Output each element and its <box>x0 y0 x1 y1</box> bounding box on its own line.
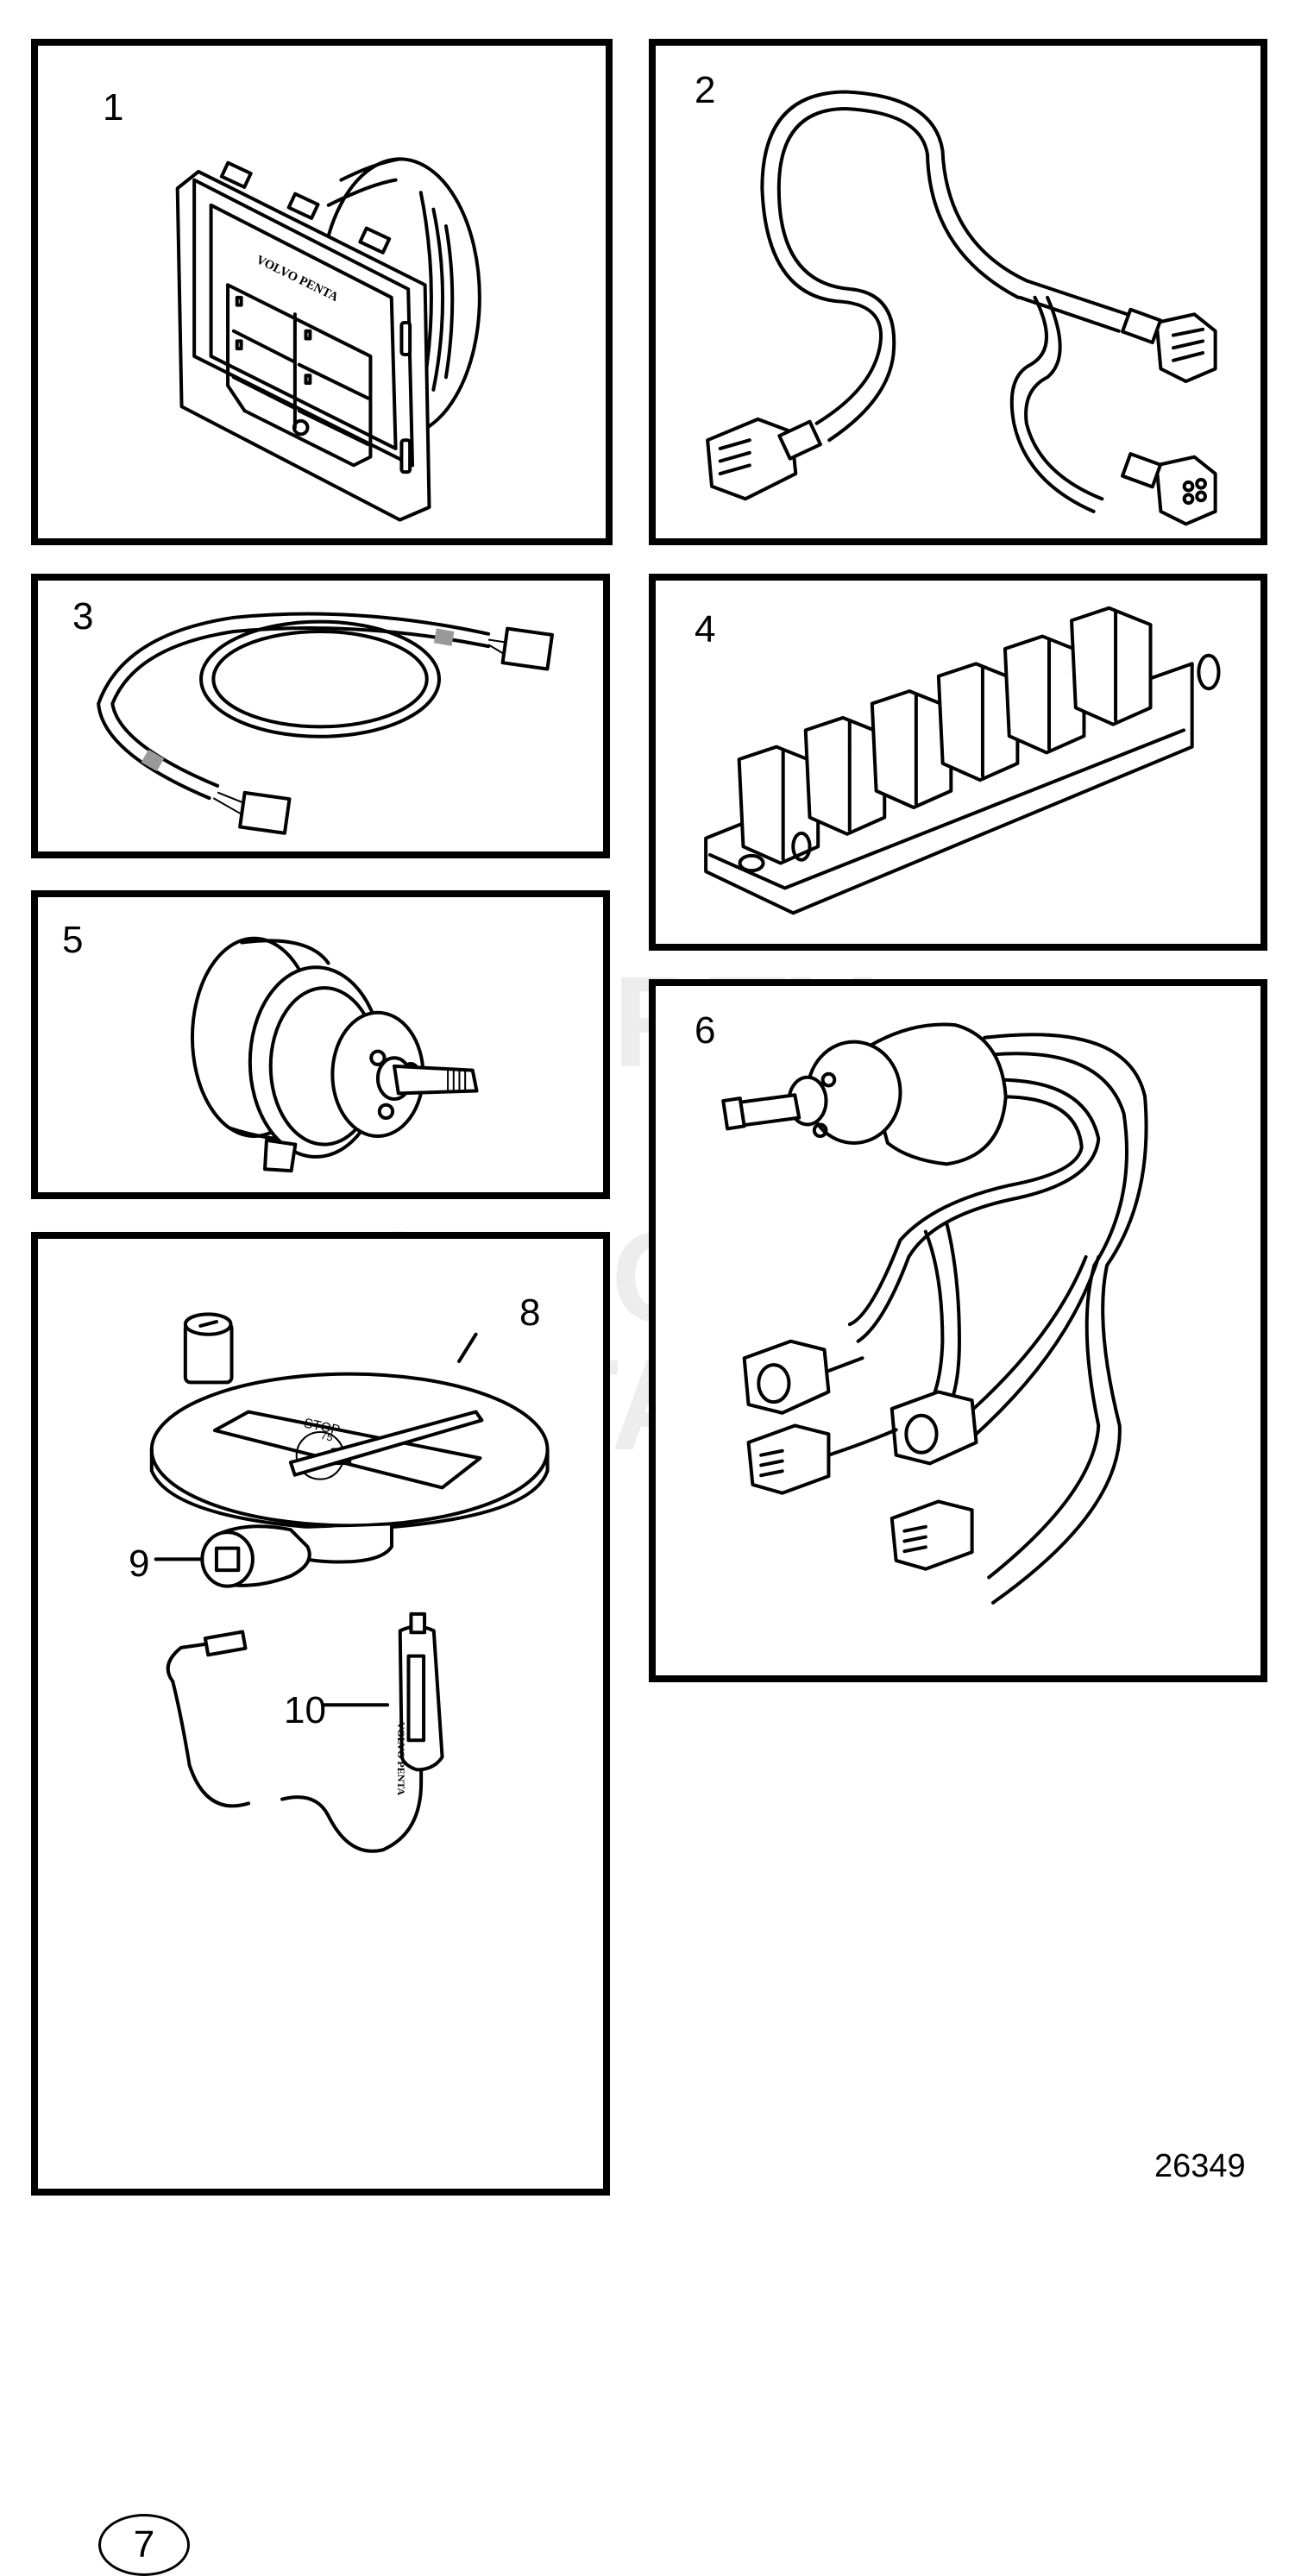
callout-8-label: 8 <box>519 1291 541 1334</box>
callout-10-label: 10 <box>284 1689 326 1731</box>
panel-1: 1 VOLVO PENTA <box>31 39 613 545</box>
connector-sockets <box>739 608 1151 864</box>
sender-unit-illustration <box>38 897 603 1192</box>
tool-kit-illustration: STOP 75 <box>38 1239 603 2189</box>
figure-id: 26349 <box>1154 2148 1246 2184</box>
extension-cable-illustration <box>38 581 603 851</box>
panel-2: 2 <box>649 39 1267 545</box>
panel-3: 3 <box>31 574 610 858</box>
panel-5-label: 5 <box>62 919 84 961</box>
panel-6: 6 <box>649 979 1267 1682</box>
switch-panel-illustration: VOLVO PENTA <box>38 46 606 538</box>
panel-1-label: 1 <box>103 86 124 129</box>
panel-4: 4 <box>649 574 1267 951</box>
panel-6-label: 6 <box>695 1009 716 1052</box>
panel-2-label: 2 <box>695 69 716 111</box>
panel-4-label: 4 <box>695 608 716 650</box>
panel-7-label: 7 <box>98 2514 190 2576</box>
sensor-harness-illustration <box>656 986 1260 1675</box>
panel-5: 5 <box>31 890 610 1199</box>
connector-block-illustration <box>656 581 1260 944</box>
tester-brand-text: VOLVO PENTA <box>395 1722 407 1796</box>
callout-9-label: 9 <box>129 1542 150 1585</box>
panel-7-label-text: 7 <box>133 2523 155 2566</box>
panel-3-label: 3 <box>72 595 94 638</box>
y-cable-illustration <box>656 46 1260 538</box>
panel-7: STOP 75 7 8 9 10 VOLVO PENTA <box>31 1232 610 2576</box>
